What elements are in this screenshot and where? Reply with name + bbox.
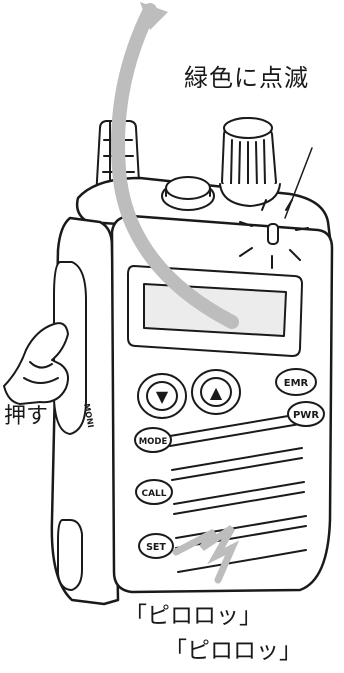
beep-label-1: 「ピロロッ」: [124, 596, 262, 630]
press-label: 押す: [4, 398, 48, 430]
pressing-hand: [4, 323, 68, 404]
top-button: [162, 177, 214, 210]
up-button: ▲: [192, 370, 240, 414]
set-button: SET: [139, 534, 173, 558]
down-arrow-glyph: ▼: [156, 387, 169, 406]
pwr-label: PWR: [293, 410, 319, 421]
volume-knob: [220, 118, 280, 206]
pwr-button: PWR: [288, 402, 324, 426]
up-arrow-glyph: ▲: [210, 383, 223, 402]
mode-button: MODE: [135, 428, 171, 452]
down-button: ▼: [138, 374, 186, 418]
emr-button: EMR: [276, 369, 316, 395]
emr-label: EMR: [284, 378, 309, 389]
side-ptt-knob: [54, 262, 86, 590]
call-button: CALL: [136, 480, 172, 504]
set-label: SET: [146, 542, 166, 553]
call-label: CALL: [141, 489, 166, 499]
mode-label: MODE: [139, 437, 168, 447]
beep-label-2: 「ピロロッ」: [164, 631, 302, 665]
led-blink-label: 緑色に点滅: [184, 58, 309, 93]
